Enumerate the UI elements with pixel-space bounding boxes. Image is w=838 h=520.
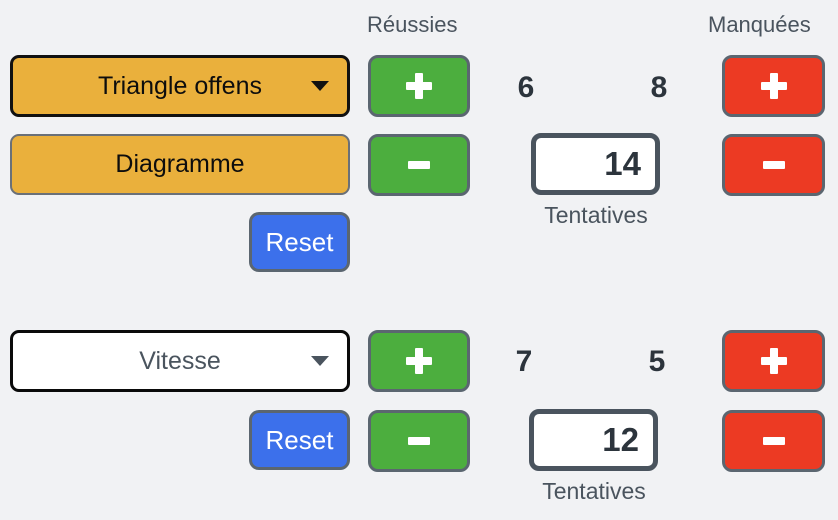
plus-icon: [760, 348, 787, 374]
missed-decrement-button-1[interactable]: [722, 134, 825, 196]
attempts-caption-1: Tentatives: [544, 202, 648, 228]
reset-button-2-label: Reset: [265, 424, 334, 455]
missed-increment-button-1[interactable]: [722, 55, 825, 117]
reset-button-1-label: Reset: [265, 226, 334, 257]
missed-increment-button-2[interactable]: [722, 330, 825, 392]
attempts-value-2: 12: [602, 421, 639, 458]
minus-icon: [408, 161, 430, 169]
missed-decrement-button-2[interactable]: [722, 410, 825, 472]
plus-icon: [406, 73, 432, 99]
minus-icon: [408, 437, 430, 445]
missed-count-2: 5: [648, 345, 666, 378]
made-column-header: Réussies: [367, 12, 458, 37]
made-increment-button-1[interactable]: [368, 55, 470, 117]
chevron-down-icon: [311, 81, 329, 91]
chevron-down-icon: [311, 356, 329, 366]
play-type-dropdown-1[interactable]: Triangle offens: [10, 55, 350, 117]
reset-button-2[interactable]: Reset: [249, 410, 350, 470]
play-type-dropdown-2-value: Vitesse: [139, 346, 221, 375]
made-count-2: 7: [515, 345, 533, 378]
missed-column-header: Manquées: [708, 12, 811, 37]
plus-icon: [760, 73, 787, 99]
minus-icon: [762, 437, 785, 445]
play-type-dropdown-2[interactable]: Vitesse: [10, 330, 350, 392]
attempts-input-1[interactable]: 14: [531, 133, 660, 195]
diagram-button-1-label: Diagramme: [115, 150, 245, 178]
made-decrement-button-2[interactable]: [368, 410, 470, 472]
attempts-caption-2: Tentatives: [542, 478, 646, 504]
made-increment-button-2[interactable]: [368, 330, 470, 392]
reset-button-1[interactable]: Reset: [249, 212, 350, 272]
minus-icon: [762, 161, 785, 169]
made-count-1: 6: [517, 71, 535, 104]
plus-icon: [406, 348, 432, 374]
missed-count-1: 8: [650, 71, 668, 104]
attempts-input-2[interactable]: 12: [529, 409, 658, 471]
play-type-dropdown-1-value: Triangle offens: [98, 71, 262, 100]
attempts-value-1: 14: [604, 145, 641, 182]
diagram-button-1[interactable]: Diagramme: [10, 134, 350, 195]
made-decrement-button-1[interactable]: [368, 134, 470, 196]
